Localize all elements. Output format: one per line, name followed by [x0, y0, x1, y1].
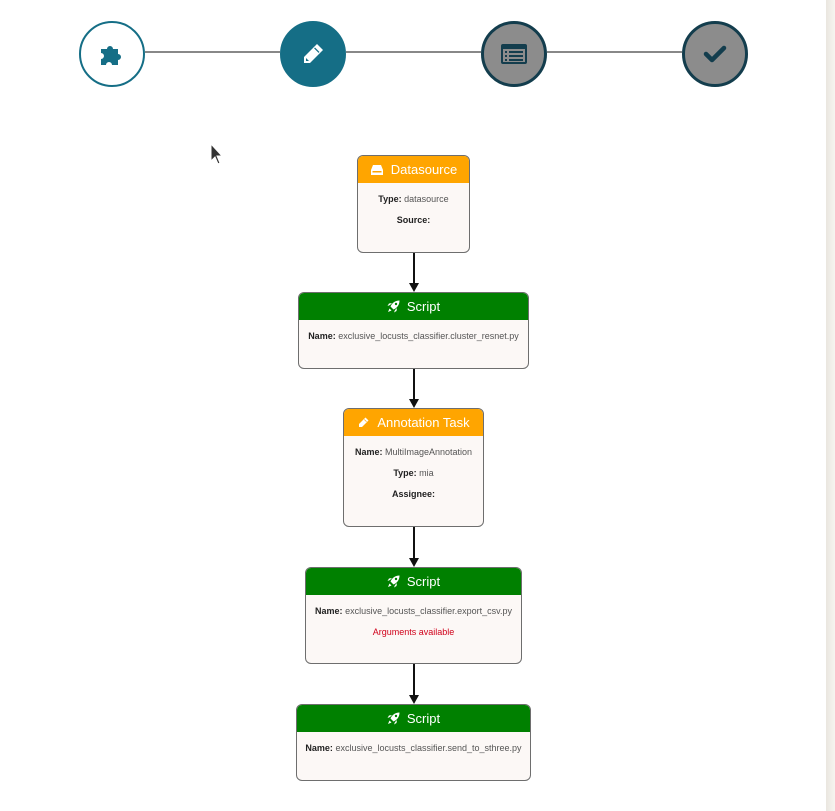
node-title: Annotation Task	[377, 415, 470, 430]
node-body: Name: exclusive_locusts_classifier.expor…	[306, 595, 521, 643]
type-label: Type:	[378, 194, 402, 204]
source-label: Source:	[396, 215, 431, 225]
node-title: Datasource	[390, 162, 458, 177]
step-edit-pipeline[interactable]	[280, 21, 346, 87]
name-label: Name:	[354, 447, 383, 457]
list-window-icon	[501, 44, 527, 64]
step-connector	[346, 51, 481, 53]
flow-arrow	[413, 253, 415, 283]
name-value: exclusive_locusts_classifier.send_to_sth…	[335, 743, 522, 753]
node-name-row: Name: exclusive_locusts_classifier.send_…	[297, 738, 530, 759]
script-node[interactable]: Script Name: exclusive_locusts_classifie…	[298, 292, 529, 369]
step-select-pipeline[interactable]	[79, 21, 145, 87]
node-title: Script	[406, 574, 441, 589]
type-value: mia	[419, 468, 434, 478]
node-type-row: Type: datasource	[358, 189, 469, 210]
check-icon	[703, 45, 727, 63]
type-value: datasource	[404, 194, 449, 204]
pencil-icon	[304, 44, 323, 63]
flow-arrow-head	[409, 399, 419, 408]
step-finish[interactable]	[682, 21, 748, 87]
node-body: Name: MultiImageAnnotation Type: mia Ass…	[344, 436, 483, 505]
flow-arrow-head	[409, 695, 419, 704]
node-header: Script	[299, 293, 528, 320]
name-value: exclusive_locusts_classifier.cluster_res…	[338, 331, 519, 341]
mouse-cursor-icon	[210, 143, 224, 165]
step-pipeline-list[interactable]	[481, 21, 547, 87]
name-label: Name:	[315, 606, 343, 616]
right-edge-shadow	[826, 0, 835, 811]
node-title: Script	[406, 299, 441, 314]
pencil-icon	[359, 417, 369, 427]
script-node[interactable]: Script Name: exclusive_locusts_classifie…	[296, 704, 531, 781]
node-name-row: Name: exclusive_locusts_classifier.expor…	[306, 601, 521, 622]
name-label: Name:	[308, 331, 336, 341]
puzzle-icon	[101, 46, 121, 65]
node-body: Type: datasource Source:	[358, 183, 469, 231]
node-type-row: Type: mia	[344, 463, 483, 484]
name-value: exclusive_locusts_classifier.export_csv.…	[345, 606, 512, 616]
node-header: Datasource	[358, 156, 469, 183]
node-source-row: Source:	[358, 210, 469, 231]
node-title: Script	[406, 711, 441, 726]
node-body: Name: exclusive_locusts_classifier.send_…	[297, 732, 530, 759]
node-name-row: Name: MultiImageAnnotation	[344, 442, 483, 463]
annotation-task-node[interactable]: Annotation Task Name: MultiImageAnnotati…	[343, 408, 484, 527]
name-value: MultiImageAnnotation	[384, 447, 473, 457]
script-node[interactable]: Script Name: exclusive_locusts_classifie…	[305, 567, 522, 664]
node-assignee-row: Assignee:	[344, 484, 483, 505]
node-name-row: Name: exclusive_locusts_classifier.clust…	[299, 326, 528, 347]
step-connector	[547, 51, 682, 53]
flow-arrow	[413, 527, 415, 558]
node-header: Script	[306, 568, 521, 595]
rocket-icon	[387, 300, 400, 313]
node-header: Annotation Task	[344, 409, 483, 436]
arguments-available-note: Arguments available	[372, 627, 455, 637]
step-connector	[145, 51, 280, 53]
database-icon	[370, 164, 383, 175]
datasource-node[interactable]: Datasource Type: datasource Source:	[357, 155, 470, 253]
name-label: Name:	[305, 743, 333, 753]
rocket-icon	[387, 712, 400, 725]
flow-arrow	[413, 664, 415, 695]
type-label: Type:	[393, 468, 417, 478]
assignee-label: Assignee:	[391, 489, 435, 499]
node-body: Name: exclusive_locusts_classifier.clust…	[299, 320, 528, 347]
flow-arrow-head	[409, 283, 419, 292]
node-header: Script	[297, 705, 530, 732]
flow-arrow-head	[409, 558, 419, 567]
flow-arrow	[413, 369, 415, 399]
rocket-icon	[387, 575, 400, 588]
